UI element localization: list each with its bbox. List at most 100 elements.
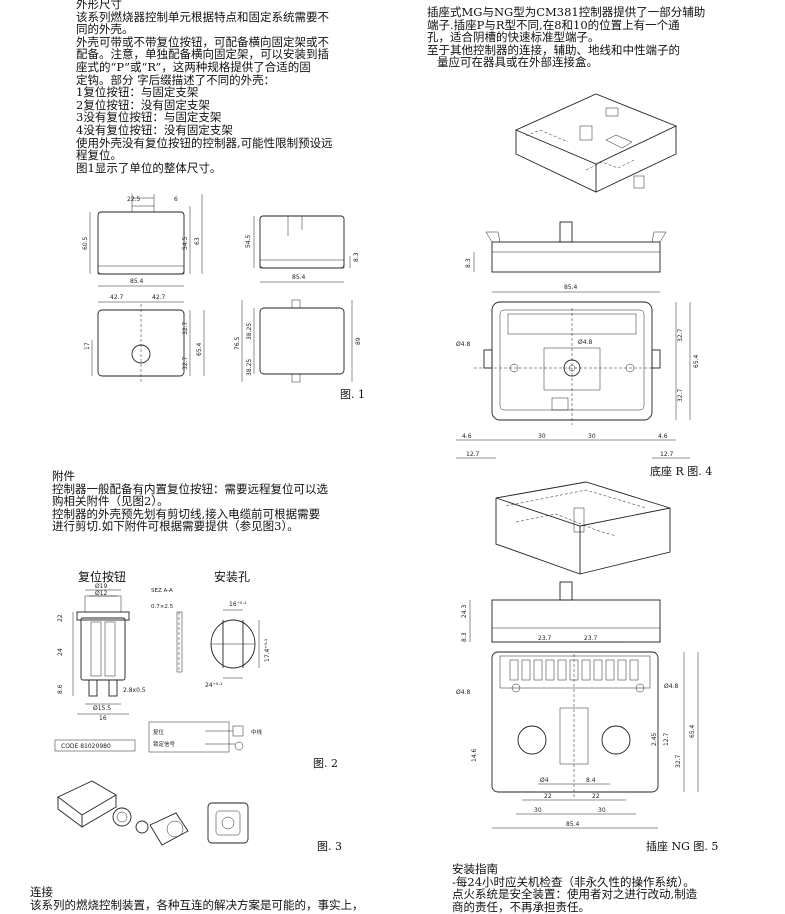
accessory-section-text: 附件 控制器一般配备有内置复位按钮：需要远程复位可以选 购相关附件（见图2）。 …: [52, 470, 328, 533]
dim-text: 17.4⁺⁰·¹: [264, 638, 271, 662]
text-line: 图1显示了单位的整体尺寸。: [76, 160, 222, 175]
dim-text: 32.7: [182, 321, 189, 335]
text-line: -每24小时应关机检查（非永久性的操作系统）。: [452, 874, 695, 889]
text-line: 外壳可带或不带复位按钮，可配备横向固定架或不: [76, 34, 329, 49]
dim-text: 85.4: [292, 274, 306, 281]
text-line: 商的责任，不再承担责任。: [452, 899, 590, 914]
text-line: 该系列的燃烧控制装置，各种互连的解决方案是可能的，事实上，: [30, 897, 364, 912]
dim-text: 0.7×2.5: [151, 604, 174, 610]
dim-text: Ø4: [540, 777, 549, 784]
dim-text: 8.3: [465, 258, 472, 268]
text-line: 端子.插座P与R型不同,在8和10的位置上有一个通: [427, 17, 680, 32]
dim-text: 8.6: [57, 684, 64, 694]
dim-text: 14.6: [471, 748, 478, 762]
dim-text: 24: [57, 648, 64, 656]
dim-text: 38.25: [246, 323, 253, 340]
grommet-drawing: [207, 802, 249, 844]
figure-5-socket-ng: 24.3 8.3 23.7 23.7 Ø4.8 Ø4.8 14.6 2.45 1…: [456, 481, 699, 829]
dim-text: 12.7: [466, 451, 480, 458]
dim-text: 8.3: [353, 252, 360, 262]
text-line: 附件: [52, 469, 75, 483]
install-section-text: 安装指南 -每24小时应关机检查（非永久性的操作系统）。 点火系统是安全装置：使…: [452, 863, 697, 913]
text-line: 点火系统是安全装置：使用者对之进行改动,制造: [452, 887, 698, 902]
figure-4-caption: 底座 R 图. 4: [650, 465, 713, 478]
dim-text: Ø4.8: [456, 689, 470, 696]
socket-ng-side-view: 24.3 8.3 23.7 23.7: [461, 581, 661, 643]
text-line: 外形尺寸: [76, 0, 122, 11]
dim-text: 54.5: [245, 234, 252, 248]
figure-2-caption: 图. 2: [313, 757, 338, 770]
socket-ng-bottom-view: Ø4.8 Ø4.8 14.6 2.45 12.7 32.7 65.4 Ø4 8.…: [456, 651, 699, 829]
dim-text: 22: [57, 614, 64, 622]
wiring-diagram: 复位 锁定信号 中线: [148, 721, 263, 753]
figure-3-caption: 图. 3: [317, 840, 342, 853]
text-line: 座式的“P”或“R”，这两种规格提供了合适的固: [76, 59, 311, 74]
text-line: 定钩。部分 字后缀描述了不同的外壳：: [76, 72, 276, 87]
dim-text: 42.7: [110, 294, 124, 301]
dim-text: Ø12: [95, 590, 108, 597]
text-line: 连接: [30, 885, 53, 899]
terminal-row: [509, 659, 639, 681]
dim-text: 32.7: [182, 356, 189, 370]
dim-text: 8.4: [586, 777, 596, 784]
socket-section-text: 插座式MG与NG型为CM381控制器提供了一部分辅助 端子.插座P与R型不同,在…: [427, 6, 705, 69]
dim-text: 12.7: [663, 732, 670, 746]
dim-text: 54.5: [182, 236, 189, 250]
reset-button-drawing: Ø19 Ø12 22 24 8.6 2.8x0.5 Ø15.5 16 CODE …: [54, 583, 146, 752]
mount-hole-label: 安装孔: [214, 570, 251, 584]
dim-text: 30: [538, 433, 546, 440]
dim-text: 60.5: [82, 236, 89, 250]
housing-section-text: 外形尺寸 该系列燃烧器控制单元根据特点和固定系统需要不 同的外壳。 外壳可带或不…: [76, 0, 333, 174]
dim-text: 32.7: [675, 754, 682, 768]
dim-text: 8.3: [461, 632, 468, 642]
dim-text: 23.7: [584, 635, 598, 642]
dim-text: 30: [534, 807, 542, 814]
fig1-bottom-view: 42.7 42.7 32.7 32.7 65.4 17: [84, 294, 205, 382]
dim-text: 65.4: [693, 354, 700, 368]
dim-text: 4.6: [462, 433, 472, 440]
dim-text: 85.4: [564, 284, 578, 291]
text-line: 使用外壳没有复位按钮的控制器,可能性限制预设远: [76, 135, 333, 150]
text-line: 控制器一般配备有内置复位按钮：需要远程复位可以选: [52, 481, 328, 496]
socket-r-isometric: [514, 93, 678, 193]
text-line: 插座式MG与NG型为CM381控制器提供了一部分辅助: [427, 5, 706, 19]
reset-button-label: 复位按钮: [78, 570, 127, 584]
mount-hole-drawing: 16⁺⁰·¹ 17.4⁺⁰·¹ 24⁺⁰·¹: [205, 601, 271, 689]
dim-text: 38.25: [246, 359, 253, 376]
text-line: 程复位。: [76, 148, 122, 163]
dim-text: 17: [84, 342, 91, 350]
dim-text: 2.8x0.5: [123, 687, 146, 694]
dim-text: 16: [99, 715, 107, 722]
dim-text: 22: [544, 793, 552, 800]
text-line: 至于其他控制器的连接，辅助、地线和中性端子的: [427, 42, 680, 57]
dim-text: 65.4: [689, 724, 696, 738]
dim-text: 4.6: [658, 433, 668, 440]
dim-text: 65.4: [196, 342, 203, 356]
dim-text: 32.7: [677, 328, 684, 342]
text-line: 控制器的外壳预先划有剪切线,接入电缆前可根据需要: [52, 506, 321, 521]
dim-text: 63: [194, 237, 201, 245]
text-line: 该系列燃烧器控制单元根据特点和固定系统需要不: [76, 9, 329, 24]
figure-3-accessories: [57, 780, 249, 846]
dim-text: 12.7: [660, 451, 674, 458]
cable-gland-drawing: [57, 780, 189, 846]
dim-text: Ø19: [95, 583, 108, 590]
text-line: 2复位按钮：没有固定支架: [76, 97, 210, 112]
dim-text: 30: [588, 433, 596, 440]
dim-text: 89: [355, 337, 362, 345]
socket-ng-isometric: [495, 481, 671, 575]
dim-text: 16⁺⁰·¹: [229, 601, 247, 608]
figure-1-caption: 图. 1: [340, 388, 365, 401]
text-line: 同的外壳。: [76, 22, 134, 37]
text-line: 配备。注意，单独配备横向固定架，可以安装到插: [76, 47, 329, 62]
fig1-bottom-side-view: 38.25 38.25 76.5 89: [234, 299, 362, 383]
figure-4-socket-r: 8.3 85.4 32.7 32.7 65.4 Ø4.8 Ø4.8 4.6 30…: [456, 93, 700, 459]
figure-2-reset-button: Ø19 Ø12 22 24 8.6 2.8x0.5 Ø15.5 16 CODE …: [54, 583, 271, 753]
dim-text: 24⁺⁰·¹: [205, 682, 223, 689]
text-line: 安装指南: [452, 862, 498, 876]
dim-text: 23.7: [538, 635, 552, 642]
fig1-side-view: 54.5 8.3 85.4: [245, 215, 360, 283]
dim-text: 85.4: [566, 821, 580, 828]
code-label: CODE 81020980: [61, 743, 111, 750]
dim-text: 6: [174, 196, 178, 203]
